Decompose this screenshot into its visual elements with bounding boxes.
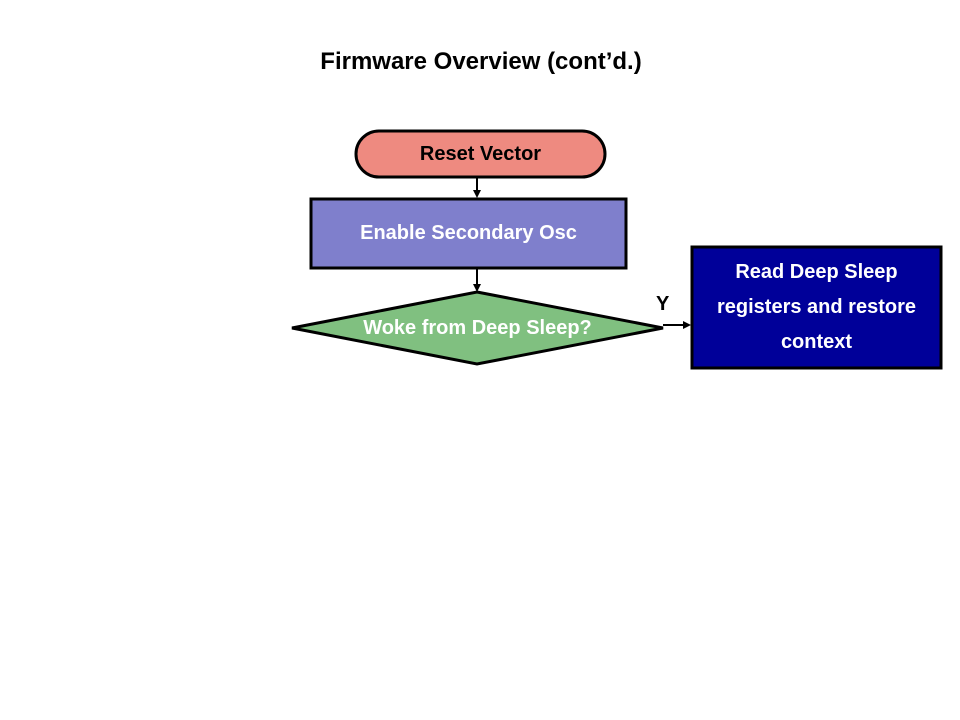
- restore-context-label: Read Deep Sleep registers and restore co…: [717, 261, 916, 353]
- slide-title: Firmware Overview (cont’d.): [320, 48, 642, 75]
- woke-decision-label: Woke from Deep Sleep?: [363, 316, 592, 339]
- edge-label-yes: Y: [656, 293, 670, 315]
- reset-vector-label: Reset Vector: [419, 142, 542, 165]
- enable-osc-label: Enable Secondary Osc: [360, 222, 577, 244]
- woke-decision-shape: [291, 290, 664, 366]
- reset-vector-shape: [354, 129, 607, 179]
- restore-context-shape: [690, 245, 943, 370]
- enable-osc-shape: [309, 197, 628, 270]
